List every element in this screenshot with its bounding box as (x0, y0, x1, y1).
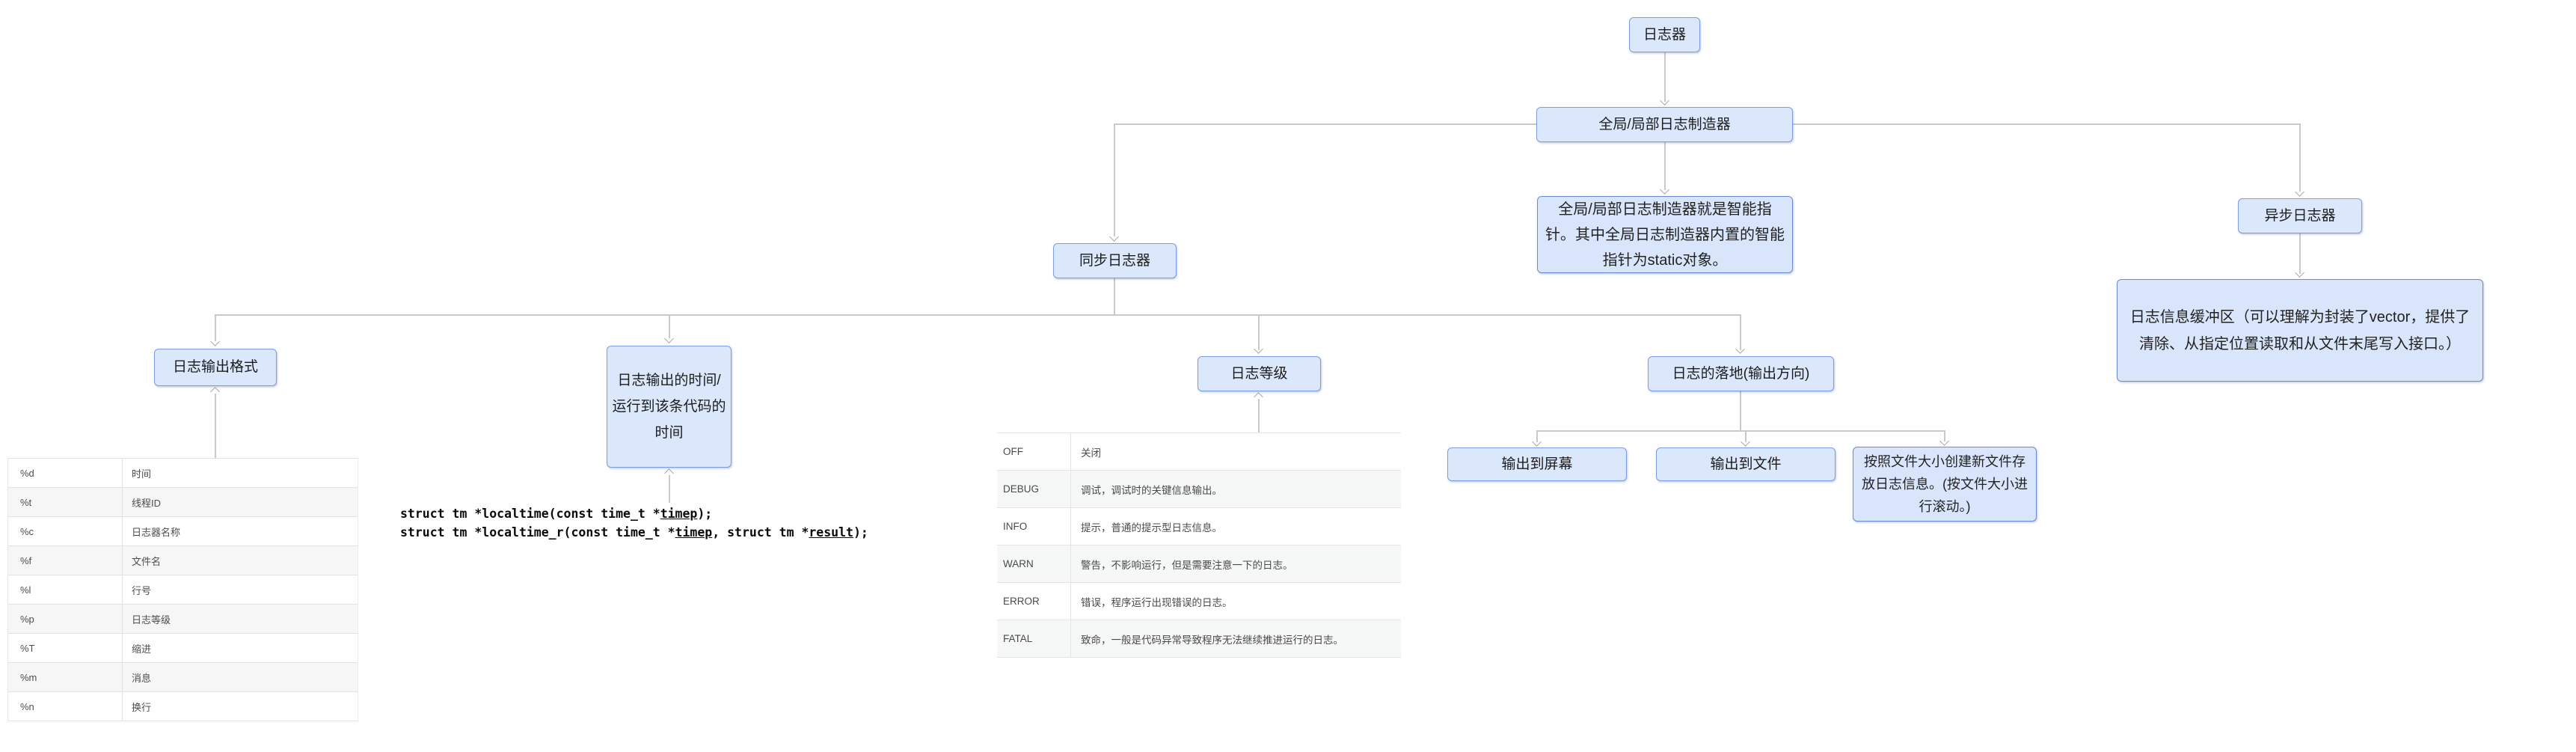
connector-line (1258, 314, 1260, 350)
node-output-file[interactable]: 输出到文件 (1656, 447, 1836, 481)
format-row: %d 时间 (8, 459, 358, 488)
format-desc-cell: 换行 (132, 701, 152, 713)
format-row: %n 换行 (8, 692, 358, 721)
level-desc-cell: 关闭 (1081, 447, 1101, 459)
format-key-cell: %c (8, 517, 123, 545)
format-desc-cell: 日志等级 (132, 614, 171, 626)
format-desc-cell: 线程ID (132, 497, 162, 509)
connector-line (2299, 233, 2301, 274)
code-line: struct tm *localtime(const time_t *timep… (400, 507, 713, 521)
format-key-cell: %d (8, 459, 123, 487)
connector-line (215, 394, 216, 458)
node-log-level[interactable]: 日志等级 (1197, 356, 1321, 391)
note-maker-smart-pointer[interactable]: 全局/局部日志制造器就是智能指针。其中全局日志制造器内置的智能指针为static… (1537, 196, 1793, 273)
connector-line (1664, 52, 1666, 102)
arrow-down-icon (2295, 187, 2304, 197)
format-desc-cell: 文件名 (132, 555, 162, 567)
level-table: OFF 关闭 DEBUG 调试，调试时的关键信息输出。 INFO 提示，普通的提示型日志信… (997, 432, 1401, 658)
format-desc-cell: 消息 (132, 672, 152, 684)
format-row: %c 日志器名称 (8, 517, 358, 546)
level-row: ERROR 错误，程序运行出现错误的日志。 (997, 583, 1401, 620)
format-key-cell: %T (8, 634, 123, 662)
format-row: %l 行号 (8, 575, 358, 605)
level-row: INFO 提示，普通的提示型日志信息。 (997, 508, 1401, 545)
format-desc-cell: 行号 (132, 584, 152, 596)
level-key-cell: WARN (997, 545, 1071, 582)
node-async-logger[interactable]: 异步日志器 (2238, 198, 2362, 233)
connector-line (1740, 391, 1741, 431)
level-key-cell: ERROR (997, 583, 1071, 620)
level-row: FATAL 致命，一般是代码异常导致程序无法继续推进运行的日志。 (997, 620, 1401, 658)
connector-line (215, 314, 1741, 316)
format-row: %p 日志等级 (8, 605, 358, 634)
level-row: OFF 关闭 (997, 433, 1401, 471)
note-log-buffer[interactable]: 日志信息缓冲区（可以理解为封装了vector，提供了清除、从指定位置读取和从文件… (2117, 279, 2483, 382)
node-sync-logger[interactable]: 同步日志器 (1053, 243, 1177, 278)
level-key-cell: INFO (997, 508, 1071, 545)
connector-line (215, 314, 216, 341)
node-output-screen[interactable]: 输出到屏幕 (1447, 447, 1627, 481)
format-key-cell: %t (8, 488, 123, 516)
format-row: %t 线程ID (8, 488, 358, 517)
connector-line (1537, 430, 1945, 432)
level-desc-cell: 调试，调试时的关键信息输出。 (1081, 484, 1222, 496)
node-logger-root[interactable]: 日志器 (1629, 17, 1700, 52)
arrow-down-icon (1939, 436, 1949, 446)
arrow-down-icon (1254, 344, 1263, 354)
connector-line (669, 475, 670, 503)
connector-line (1114, 123, 1536, 125)
format-row: %T 缩进 (8, 634, 358, 663)
node-log-sink[interactable]: 日志的落地(输出方向) (1648, 356, 1834, 391)
format-key-cell: %f (8, 546, 123, 575)
format-key-cell: %n (8, 692, 123, 721)
format-row: %f 文件名 (8, 546, 358, 575)
format-desc-cell: 时间 (132, 468, 152, 480)
format-key-cell: %m (8, 663, 123, 691)
level-key-cell: OFF (997, 433, 1071, 470)
arrow-down-icon (1741, 437, 1750, 447)
node-output-time[interactable]: 日志输出的时间/运行到该条代码的时间 (607, 346, 732, 468)
connector-line (1664, 142, 1666, 190)
level-desc-cell: 错误，程序运行出现错误的日志。 (1081, 596, 1233, 608)
level-key-cell: DEBUG (997, 471, 1071, 507)
connector-line (669, 314, 670, 338)
connector-line (1740, 314, 1741, 350)
code-line: struct tm *localtime_r(const time_t *tim… (400, 525, 868, 539)
format-table: %d 时间 %t 线程ID %c 日志器名称 %f 文件名 %l 行号 %p 日志等级 %T 缩进 %m 消息… (7, 458, 358, 721)
arrow-down-icon (1109, 232, 1119, 242)
localtime-code-snippet: struct tm *localtime(const time_t *timep… (400, 504, 868, 542)
connector-line (2299, 123, 2301, 192)
level-desc-cell: 提示，普通的提示型日志信息。 (1081, 522, 1222, 534)
level-key-cell: FATAL (997, 620, 1071, 657)
level-row: DEBUG 调试，调试时的关键信息输出。 (997, 471, 1401, 508)
arrow-down-icon (210, 337, 220, 346)
format-desc-cell: 日志器名称 (132, 526, 181, 538)
connector-line (1114, 278, 1115, 315)
connector-line (1745, 430, 1747, 442)
connector-line (1944, 430, 1945, 441)
connector-line (1536, 430, 1538, 442)
format-row: %m 消息 (8, 663, 358, 692)
arrow-down-icon (1660, 96, 1669, 106)
node-logger-maker[interactable]: 全局/局部日志制造器 (1536, 107, 1793, 142)
format-desc-cell: 缩进 (132, 643, 152, 655)
level-desc-cell: 警告，不影响运行，但是需要注意一下的日志。 (1081, 559, 1293, 571)
connector-line (1793, 123, 2301, 125)
arrow-down-icon (1735, 344, 1745, 354)
node-output-format[interactable]: 日志输出格式 (154, 349, 277, 386)
level-row: WARN 警告，不影响运行，但是需要注意一下的日志。 (997, 545, 1401, 583)
arrow-down-icon (1532, 437, 1542, 447)
arrow-down-icon (2295, 268, 2304, 278)
format-key-cell: %p (8, 605, 123, 633)
format-key-cell: %l (8, 575, 123, 604)
level-desc-cell: 致命，一般是代码异常导致程序无法继续推进运行的日志。 (1081, 634, 1343, 646)
arrow-down-icon (664, 334, 674, 343)
connector-line (1258, 399, 1260, 432)
note-roll-by-size[interactable]: 按照文件大小创建新文件存放日志信息。(按文件大小进行滚动。) (1853, 447, 2037, 522)
connector-line (1114, 123, 1115, 236)
arrow-down-icon (1660, 185, 1669, 195)
